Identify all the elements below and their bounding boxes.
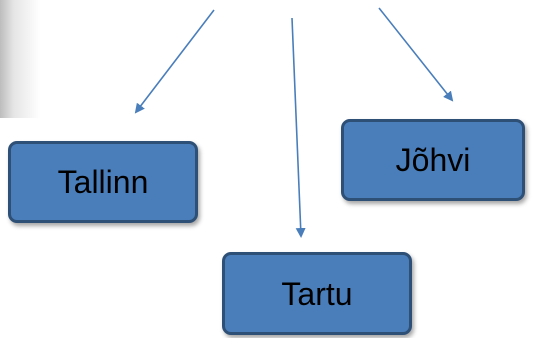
cropped-photo-fragment	[0, 0, 40, 118]
city-node-tartu: Tartu	[222, 252, 412, 335]
arrow-to-tallinn	[134, 9, 215, 114]
city-label-johvi: Jõhvi	[395, 142, 471, 178]
city-label-tartu: Tartu	[281, 275, 353, 312]
arrow-to-johvi	[378, 7, 454, 102]
city-node-tallinn: Tallinn	[8, 141, 198, 223]
arrow-to-tartu	[291, 17, 306, 238]
city-node-johvi: Jõhvi	[341, 119, 525, 201]
city-label-tallinn: Tallinn	[57, 164, 149, 200]
